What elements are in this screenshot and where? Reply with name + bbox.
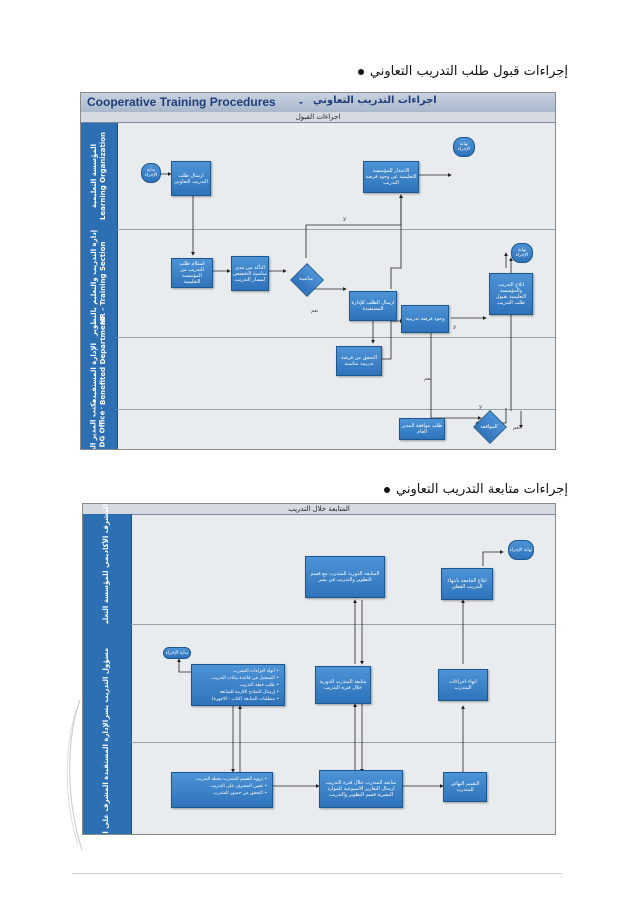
lane-dept-supervisor: الإدارة المستفيدة المشرف على التدريب [83,719,132,834]
dg-approval-box: طلب موافقة المدير العام [399,418,445,440]
duty-item: طلب خطة التدريب [197,682,279,689]
section-heading-text: إجراءات متابعة التدريب التعاوني [396,482,568,497]
finish-procedures-box: انهاء اجراءات المتدرب [438,669,488,701]
acceptance-flowchart: Cooperative Training Procedures - اجراءا… [80,92,556,450]
section-heading-text: إجراءات قبول طلب التدريب التعاوني [369,64,568,79]
start-terminal: بداية الإجراء [163,647,191,659]
flowchart-subheader: المتابعة خلال التدريب [83,504,555,515]
connector-label-yes: نعم [311,308,319,314]
flow-connectors [159,172,523,429]
duty-item: إرسال النماذج اللازمة للمتابعة [197,689,279,696]
lane-academic-supervisor: المشرف الأكاديمي للمؤسسة التعليمية [83,504,132,635]
assign-item: تزويد القسم المتدرب بخطة التدريب [177,776,267,783]
flowchart-title-en: Cooperative Training Procedures [87,95,276,109]
connector-label-no: لا [453,325,456,331]
end-terminal-top: نهاية الإجراء [453,137,475,157]
section-heading-followup: إجراءات متابعة التدريب التعاوني [384,482,568,497]
receive-request-box: استلام طلب التدريب من المؤسسة التعليمية [171,258,213,288]
decorative-swoosh [66,700,83,850]
bullet-icon [357,68,364,75]
lane-divider [131,624,555,625]
fit-decision-label: مناسبة [298,276,314,282]
flow-connectors [177,550,504,788]
send-request-box: ارسال طلب التدريب التعاوني [171,161,211,196]
section-heading-acceptance: إجراءات قبول طلب التدريب التعاوني [357,64,568,79]
lane-divider [117,229,555,230]
duty-item: متطلبات المتابعة (كتاب - الاجهزة) [197,696,279,703]
duty-item: التسجيل في قاعدة بيانات التدريب [197,675,279,682]
footer-divider [72,873,562,874]
connector-label-yes: نعم [424,376,432,382]
assign-item: التحقق من حضور المتدرب [177,790,267,797]
opportunity-box: وجود فرصة تدريبية [401,305,449,333]
notify-org-box: الاعتذار للمؤسسة التعليمية عن وجود فرصة … [363,161,419,193]
check-opportunity-box: التحقق من فرصة تدريبية مناسبة [336,346,382,376]
duty-item: انهاء اجراءات المتدرب [197,668,279,675]
dept-followup-box: متابعة المتدرب خلال فترة التدريب ارسال ا… [319,770,403,808]
lane-divider [117,409,555,410]
followup-flowchart: المتابعة خلال التدريب المشرف الأكاديمي ل… [82,503,556,835]
flowchart-title-ar: اجراءات التدريب التعاوني [313,95,437,106]
connector-label-no: لا [343,217,346,223]
assign-item: تعيين المشرف على التدريب [177,783,267,790]
end-terminal-right: نهاية الإجراء [511,243,533,263]
connector-label-no: لا [479,405,482,411]
assign-items-box: تزويد القسم المتدرب بخطة التدريب تعيين ا… [171,772,273,808]
check-fit-box: التأكد من مدى مناسبة التخصص لمسار التدري… [231,256,269,291]
follow-trainee-box: متابعة المتدرب الدورية خلال فترة التدريب [315,666,371,704]
lane-divider [117,337,555,338]
lane-divider [131,742,555,743]
trainee-duties-box: انهاء اجراءات المتدرب التسجيل في قاعدة ب… [191,664,285,706]
approval-decision-label: الموافقة [480,424,498,430]
bullet-icon [384,486,391,493]
end-terminal: نهاية الإجراء [508,540,534,560]
notify-trainee-box: ابلاغ التدريب والمؤسسة التعليمية بقبول ط… [489,273,533,315]
flowchart-subheader: اجراءات القبول [81,112,555,123]
connector-label-yes: نعم [513,425,521,431]
start-terminal: بداية الإجراء [141,163,161,183]
flowchart-title-separator: - [299,95,303,109]
send-dept-box: ارسال الطلب للإدارة المستفيدة [349,291,397,321]
periodic-followup-box: المتابعة الدورية للمتدرب مع قسم التطوير … [305,556,385,598]
inform-university-box: ابلاغ الجامعة بانتهاء التدريب الفعلي [441,568,493,600]
final-report-box: التقييم النهائي للمتدرب [443,772,487,802]
flowchart-title-bar: Cooperative Training Procedures - اجراءا… [81,93,555,113]
